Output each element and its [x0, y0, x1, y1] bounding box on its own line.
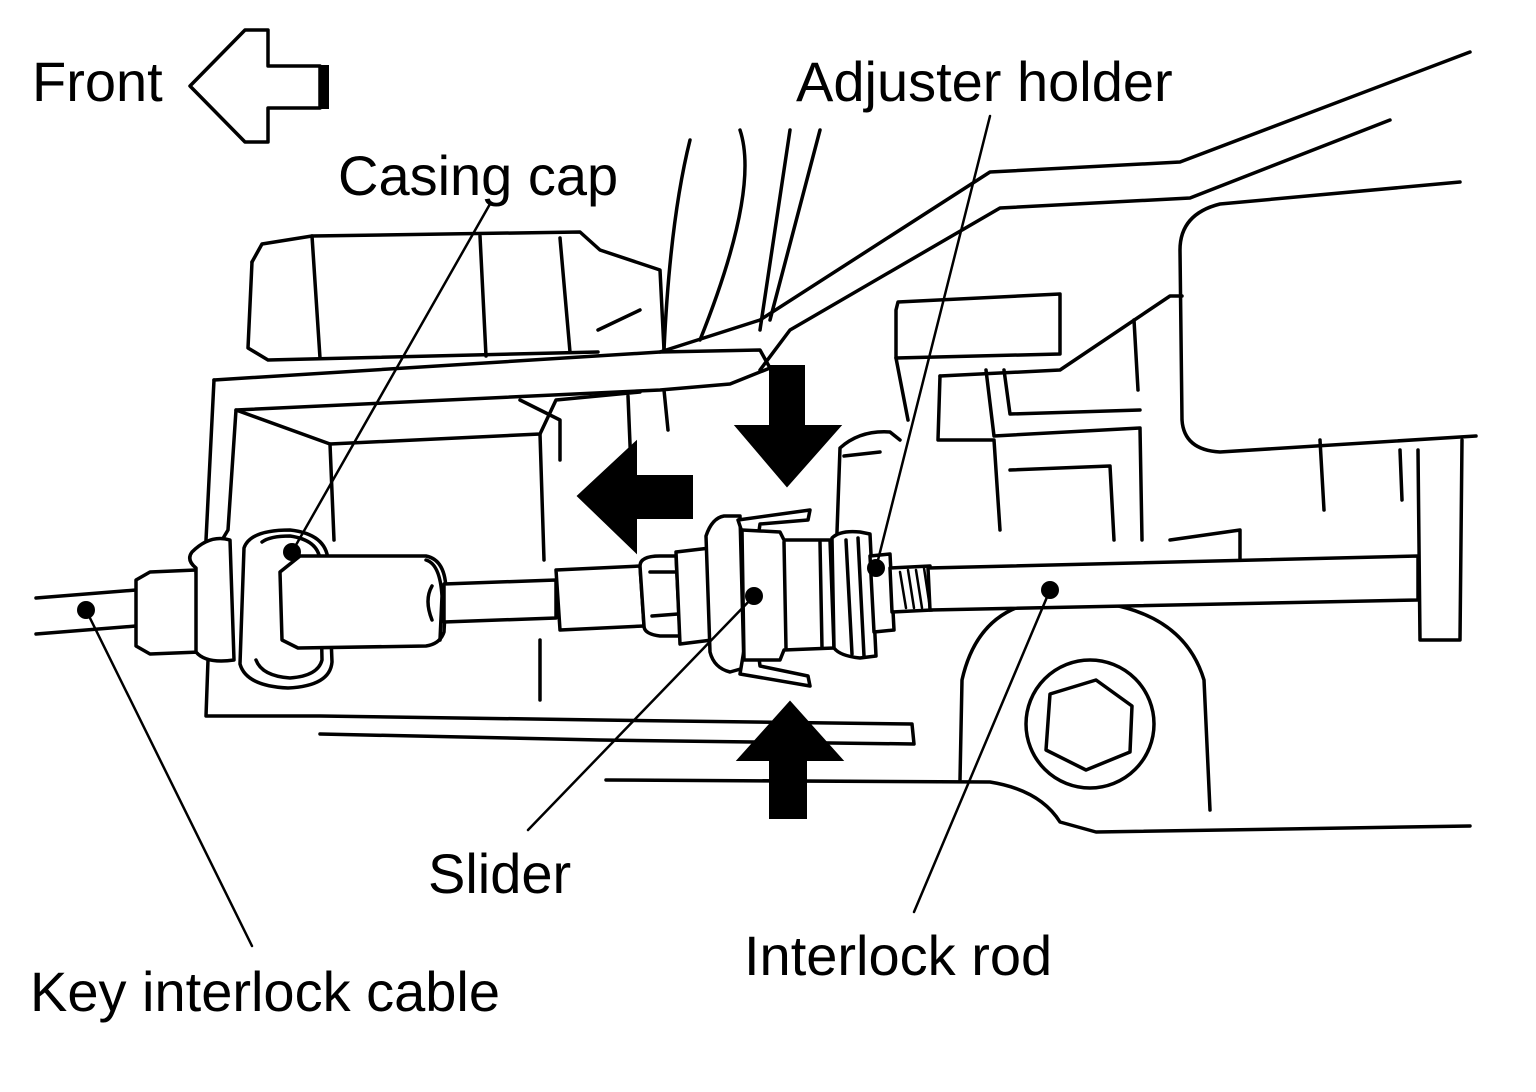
adjuster-holder-label: Adjuster holder: [796, 50, 1173, 113]
housing-outline: [204, 50, 1478, 834]
key-interlock-cable-label: Key interlock cable: [30, 960, 501, 1023]
slider-assembly: [554, 508, 934, 688]
casing-cap-label: Casing cap: [338, 144, 619, 207]
slider-label: Slider: [428, 842, 572, 905]
arrow-left-icon: [576, 439, 693, 555]
movement-arrows: [576, 365, 845, 819]
front-label: Front: [32, 50, 163, 113]
interlock-rod-label: Interlock rod: [744, 924, 1053, 987]
casing-cap: [238, 528, 558, 690]
arrow-up-icon: [735, 700, 845, 819]
interlock-rod: [898, 554, 1420, 612]
key-interlock-cable: [34, 536, 236, 663]
front-arrow-icon: [188, 28, 329, 144]
arrow-down-icon: [733, 365, 843, 488]
leader-lines: [77, 114, 1059, 948]
